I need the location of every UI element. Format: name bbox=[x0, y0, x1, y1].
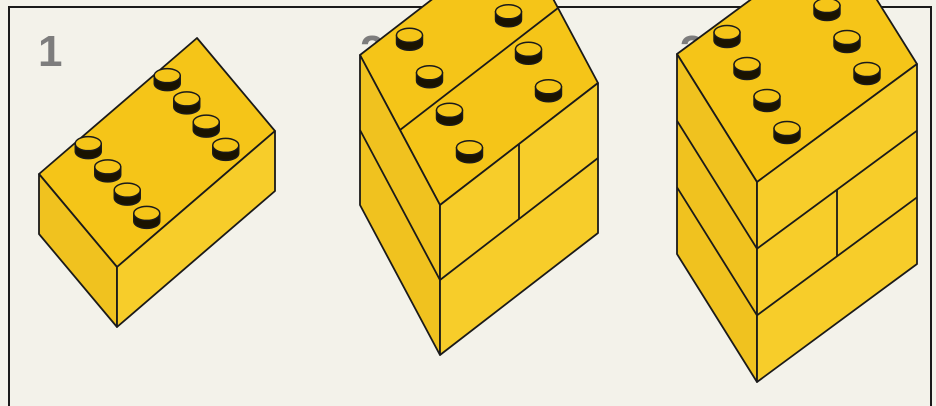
step-1-bricks bbox=[38, 37, 276, 328]
brick-layer-line bbox=[676, 120, 918, 251]
stud-top bbox=[192, 114, 220, 130]
step-3-bricks bbox=[676, 0, 918, 383]
step-2-bricks bbox=[359, 0, 599, 356]
stud-top bbox=[113, 182, 141, 198]
brick-short-face bbox=[116, 130, 276, 328]
brick-top-seam bbox=[399, 7, 559, 131]
stud-top bbox=[173, 91, 201, 107]
stud-top bbox=[713, 24, 741, 41]
stud-top bbox=[455, 140, 484, 156]
stud-top bbox=[395, 27, 424, 43]
stud-top bbox=[415, 65, 444, 81]
stud-top bbox=[94, 159, 122, 175]
stud-top bbox=[733, 56, 761, 73]
stud-top bbox=[435, 102, 464, 118]
stud-top bbox=[494, 4, 523, 20]
stud-top bbox=[514, 41, 543, 57]
stud-top bbox=[813, 0, 841, 14]
stud-top bbox=[133, 205, 161, 222]
stud-top bbox=[773, 120, 801, 137]
stud-top bbox=[153, 67, 181, 84]
stud-top bbox=[833, 29, 861, 46]
stud-top bbox=[212, 137, 240, 154]
stud-top bbox=[534, 79, 563, 95]
stud-top bbox=[753, 88, 781, 105]
brick-layer-line bbox=[359, 129, 599, 282]
stud-top bbox=[74, 135, 102, 152]
step-number-1: 1 bbox=[38, 27, 63, 76]
brick-layer-line bbox=[676, 186, 918, 317]
stud-top bbox=[853, 61, 881, 78]
